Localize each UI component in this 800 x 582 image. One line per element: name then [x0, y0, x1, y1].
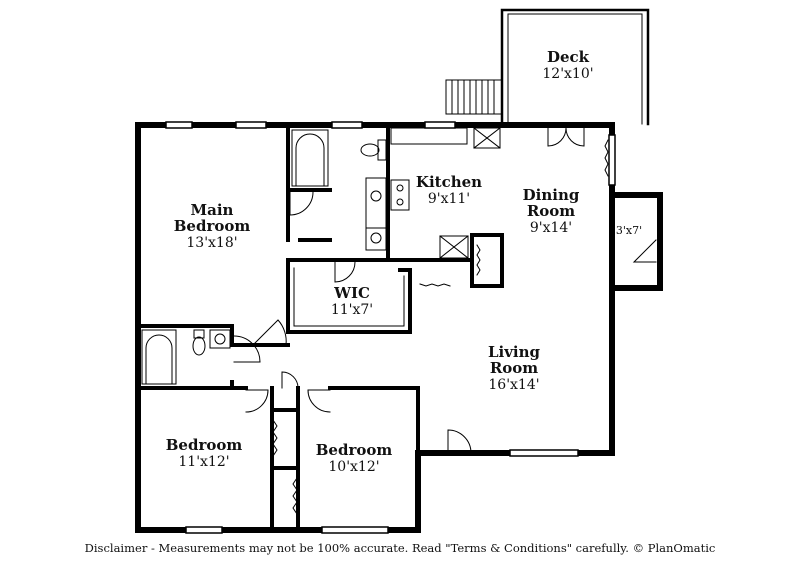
- disclaimer-text: Disclaimer - Measurements may not be 100…: [84, 541, 716, 555]
- main-bedroom-dims: 13'x18': [186, 235, 237, 251]
- main-bedroom-label-1: Main: [191, 201, 234, 219]
- living-label-1: Living: [488, 343, 541, 361]
- bedroom3-label: Bedroom: [316, 441, 393, 459]
- bedroom2-dims: 11'x12': [178, 454, 229, 470]
- wic-dims: 11'x7': [331, 302, 373, 318]
- deck-label: Deck: [547, 48, 590, 66]
- dining-label-2: Room: [527, 202, 575, 220]
- deck-stairs: [445, 79, 503, 115]
- wic-label: WIC: [333, 284, 370, 302]
- dining-dims: 9'x14': [530, 220, 572, 236]
- dining-label-1: Dining: [523, 186, 580, 204]
- doors: [233, 127, 657, 515]
- main-bedroom-label-2: Bedroom: [174, 217, 251, 235]
- fixtures: [141, 127, 501, 385]
- windows: [165, 121, 616, 534]
- room-labels: Deck 12'x10' Kitchen 9'x11' Dining Room …: [166, 48, 642, 475]
- closet-dims: 3'x7': [616, 224, 642, 237]
- bedroom2-label: Bedroom: [166, 436, 243, 454]
- kitchen-dims: 9'x11': [428, 191, 470, 207]
- deck-dims: 12'x10': [542, 66, 593, 82]
- deck-outline: [500, 8, 650, 126]
- living-label-2: Room: [490, 359, 538, 377]
- kitchen-label: Kitchen: [416, 173, 482, 191]
- interior-walls: [136, 123, 614, 532]
- living-dims: 16'x14': [488, 377, 539, 393]
- bedroom3-dims: 10'x12': [328, 459, 379, 475]
